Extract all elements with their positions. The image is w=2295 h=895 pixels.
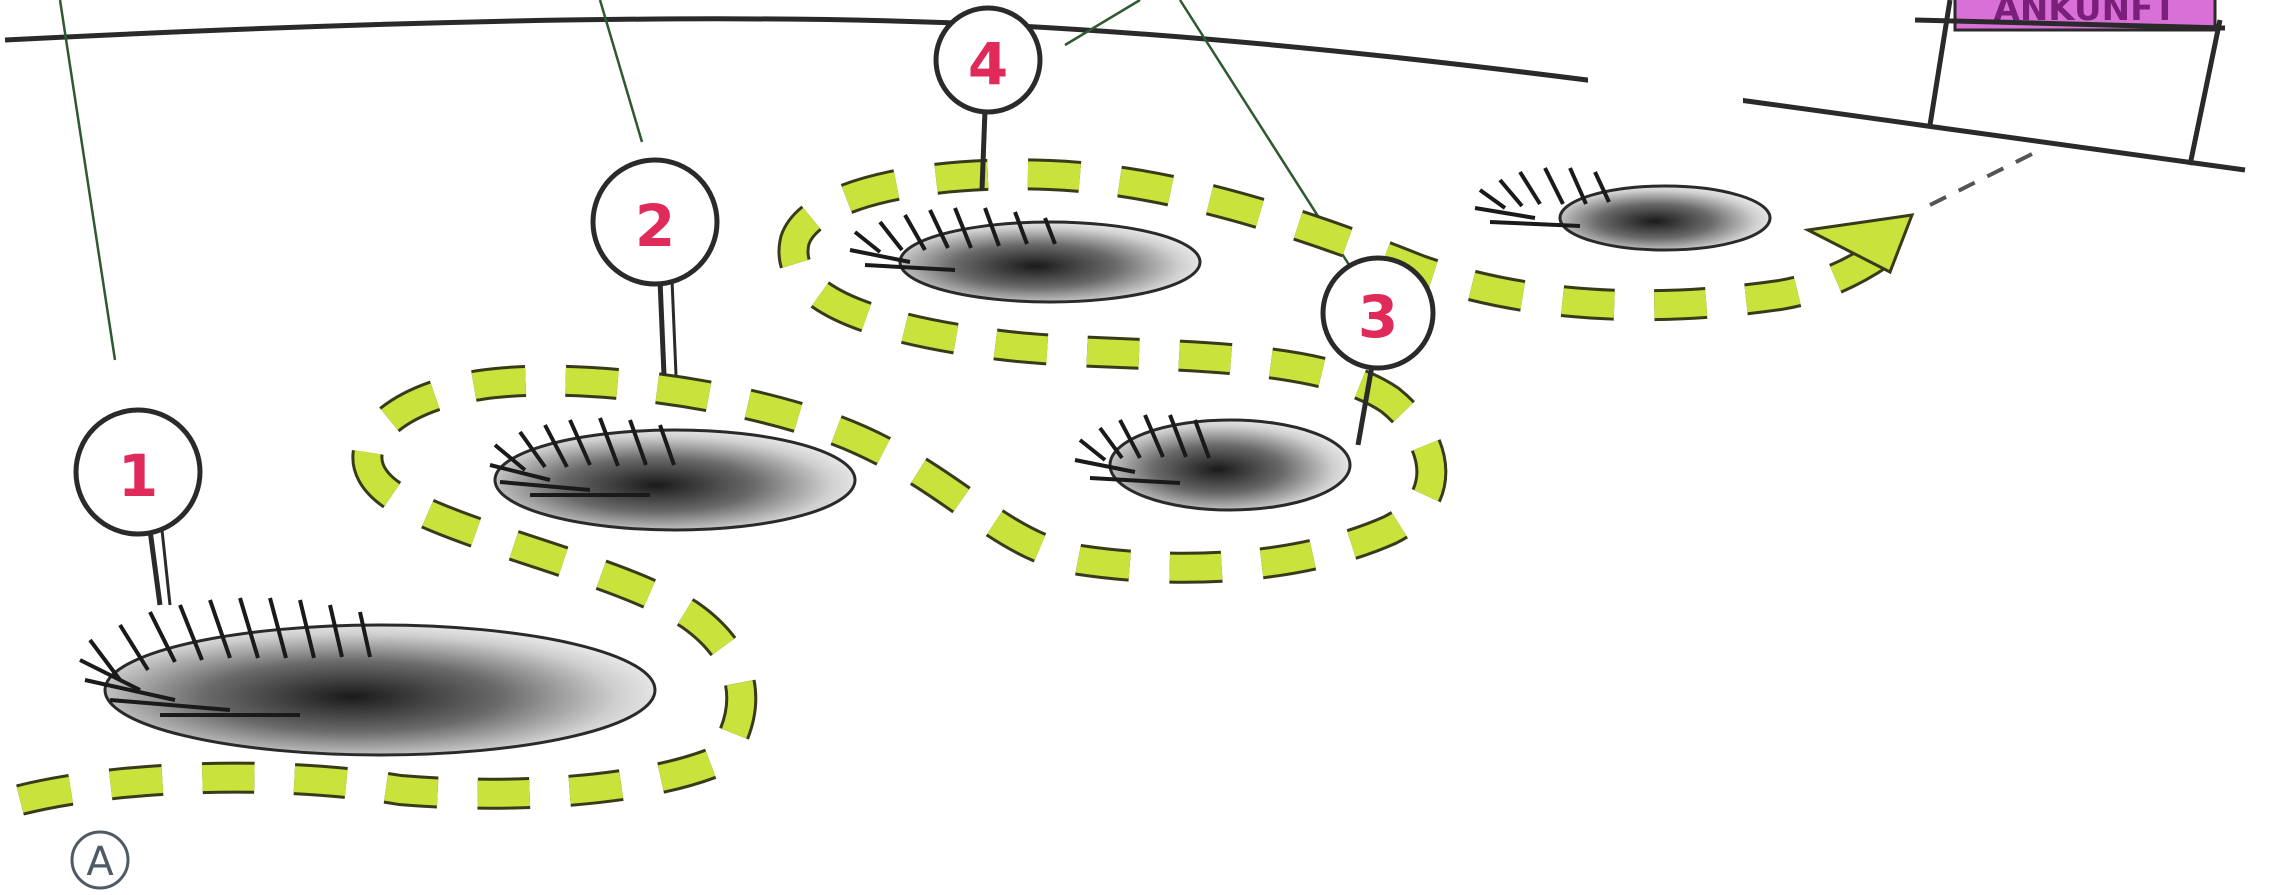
pit-hole: [1558, 184, 1772, 252]
marker-post: [1355, 359, 1376, 446]
trail-arrowhead: [1803, 213, 1915, 275]
trail-continuation: [1929, 148, 2041, 207]
pit-grass: [1474, 167, 1611, 228]
marker-2: 2: [590, 157, 720, 376]
marker-circle: [1320, 255, 1436, 371]
marker-circle: [73, 407, 203, 537]
marker-circle: [590, 157, 720, 287]
pointer-line: [58, 0, 117, 361]
marker-circle: [933, 5, 1043, 115]
marker-number: 1: [118, 442, 158, 510]
marker-3: 3: [1320, 255, 1436, 446]
pit-grass: [1074, 414, 1211, 485]
marker-4: 4: [933, 5, 1043, 191]
sign-frame: [1914, 0, 2226, 166]
start-label: A: [86, 839, 114, 885]
pit: [79, 597, 657, 757]
pointer-line: [1064, 0, 1141, 47]
pointer-line: [598, 0, 644, 143]
marker-1: 1: [73, 407, 203, 606]
pit: [849, 207, 1202, 304]
marker-number: 4: [968, 30, 1008, 98]
start-marker: A: [70, 830, 130, 890]
blank-patch: [1588, 0, 1743, 160]
pit: [1474, 167, 1772, 252]
pit-hole: [103, 623, 657, 757]
marker-number: 2: [635, 192, 675, 260]
pit-hole: [1108, 418, 1352, 512]
marker-post: [979, 109, 988, 191]
start-circle: [70, 830, 130, 890]
pit-grass: [849, 207, 1057, 272]
marker-post: [670, 279, 678, 376]
pit: [1074, 414, 1352, 512]
pit-grass: [79, 597, 372, 717]
pit-grass: [489, 417, 676, 497]
marker-number: 3: [1358, 283, 1398, 351]
marker-post: [147, 529, 163, 606]
trail-path-fill: [16, 161, 1908, 813]
destination-sign: ANKUNFT: [1914, 0, 2226, 166]
pit: [489, 417, 857, 532]
marker-post: [657, 279, 667, 376]
horizon-line: [4, 16, 2246, 173]
marker-post: [160, 529, 172, 606]
